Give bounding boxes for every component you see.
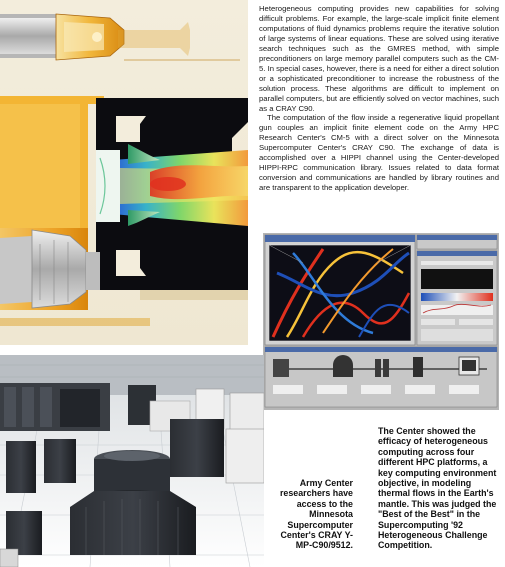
article-paragraph: The computation of the flow inside a reg… bbox=[259, 113, 499, 193]
article-paragraph: Heterogeneous computing provides new cap… bbox=[259, 4, 499, 113]
cfd-flow-illustration bbox=[0, 0, 248, 345]
software-caption: The Center showed the efficacy of hetero… bbox=[378, 426, 497, 551]
photo-caption: Army Center researchers have access to t… bbox=[279, 478, 353, 551]
software-screenshot bbox=[263, 233, 499, 410]
article-body: Heterogeneous computing provides new cap… bbox=[259, 4, 499, 193]
cray-machine-room-photo bbox=[0, 355, 264, 567]
